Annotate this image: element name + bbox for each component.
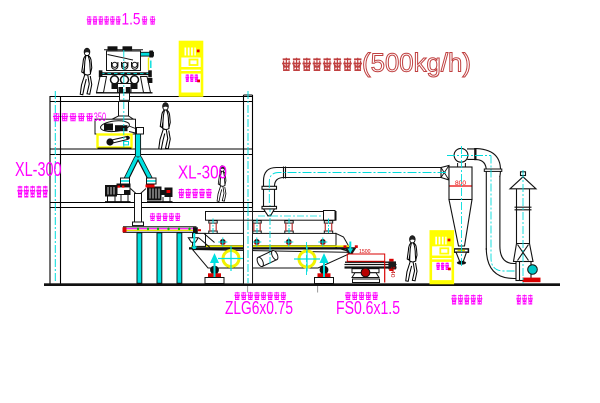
svg-text:(500kg/h): (500kg/h) — [362, 48, 471, 78]
svg-text:XL-300: XL-300 — [178, 163, 227, 183]
svg-text:XL-300: XL-300 — [15, 159, 62, 181]
svg-text:1500: 1500 — [359, 249, 371, 255]
svg-text:540: 540 — [389, 267, 395, 278]
svg-text:ZLG6x0.75: ZLG6x0.75 — [225, 297, 293, 318]
svg-text:FS0.6x1.5: FS0.6x1.5 — [336, 297, 400, 318]
svg-text:1.5: 1.5 — [122, 11, 141, 29]
svg-text:350: 350 — [94, 110, 106, 124]
svg-text:800: 800 — [455, 181, 467, 187]
